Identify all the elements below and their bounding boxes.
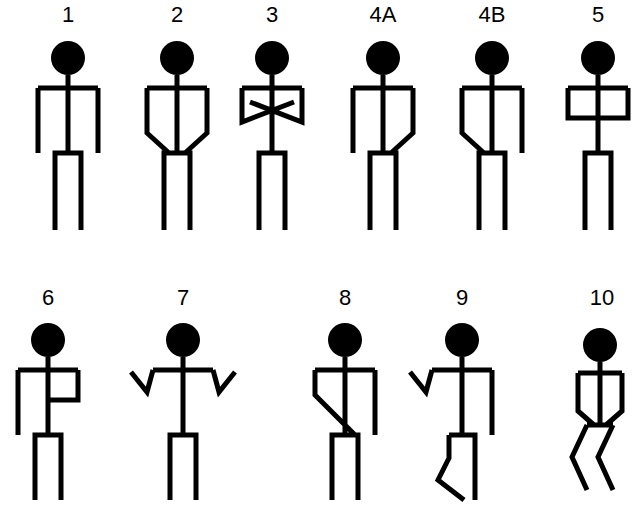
stick-figure <box>18 323 78 500</box>
figure-number: 5 <box>592 3 604 27</box>
figure-number: 1 <box>62 3 74 27</box>
figure-number: 9 <box>456 286 468 310</box>
figure-number: 10 <box>590 286 614 310</box>
stick-figure <box>353 41 413 230</box>
figure-number: 2 <box>171 3 183 27</box>
figure-number: 4A <box>370 3 397 27</box>
figure-number: 6 <box>42 286 54 310</box>
figure-number: 4B <box>479 3 506 27</box>
stick-figure <box>572 328 622 490</box>
stick-figure <box>568 41 628 230</box>
stick-figure <box>147 41 207 230</box>
stick-figure <box>131 323 235 500</box>
stick-figure <box>315 323 375 500</box>
stick-figure <box>462 41 522 230</box>
figure-number: 3 <box>266 3 278 27</box>
stick-figure <box>242 41 302 230</box>
stick-figure <box>38 41 98 230</box>
figure-number: 7 <box>177 286 189 310</box>
figure-number: 8 <box>339 286 351 310</box>
stick-figure <box>410 323 492 500</box>
